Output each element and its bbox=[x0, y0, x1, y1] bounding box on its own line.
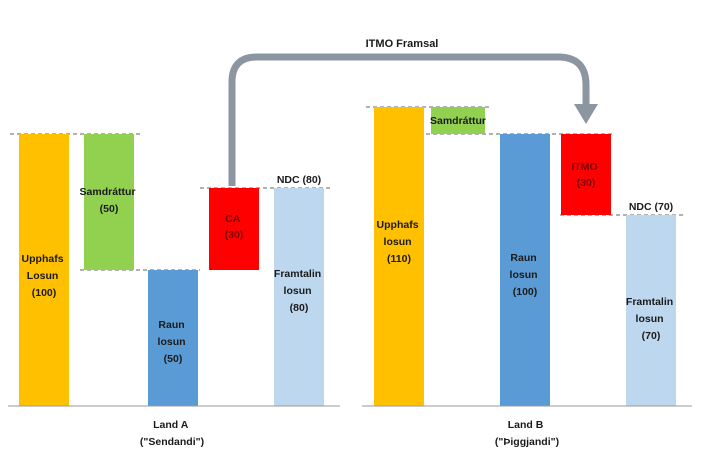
land-a-framtalin-bar bbox=[274, 188, 324, 406]
land-a-upphafs-bar bbox=[19, 134, 69, 406]
land-a-group: Upphafs Losun (100) Samdráttur (50) Raun… bbox=[8, 133, 340, 448]
land-b-itmo-bar bbox=[561, 134, 611, 215]
land-b-samdrattur-bar bbox=[431, 107, 485, 134]
arrow-label: ITMO Framsal bbox=[366, 38, 439, 50]
land-a-ca-bar bbox=[209, 188, 259, 270]
land-a-ca-label: CA (30) bbox=[225, 213, 244, 241]
land-a-caption: Land A ("Sendandi") bbox=[140, 419, 204, 448]
land-b-upphafs-bar bbox=[374, 107, 424, 406]
transfer-arrow-path bbox=[228, 53, 590, 186]
land-b-framtalin-label: Framtalin losun (70) bbox=[626, 296, 676, 342]
land-a-ndc-label: NDC (80) bbox=[277, 174, 321, 186]
land-b-caption: Land B ("Þiggjandi") bbox=[495, 419, 559, 448]
land-b-raun-label: Raun losun (100) bbox=[510, 252, 541, 298]
arrow-head-icon bbox=[574, 104, 598, 124]
land-a-raun-label: Raun losun (50) bbox=[158, 319, 189, 365]
itmo-transfer-arrow: ITMO Framsal bbox=[228, 38, 598, 186]
land-b-ndc-label: NDC (70) bbox=[629, 201, 673, 213]
land-b-raun-bar bbox=[500, 134, 550, 406]
land-b-group: Upphafs losun (110) Samdráttur Raun losu… bbox=[362, 106, 692, 448]
land-a-framtalin-label: Framtalin losun (80) bbox=[274, 268, 324, 314]
land-b-samdrattur-label: Samdráttur bbox=[430, 115, 486, 127]
land-b-itmo-label: ITMO (30) bbox=[571, 161, 600, 189]
land-b-upphafs-label: Upphafs losun (110) bbox=[377, 219, 422, 265]
land-b-framtalin-bar bbox=[626, 215, 676, 406]
land-a-upphafs-label: Upphafs Losun (100) bbox=[22, 253, 67, 299]
land-a-raun-bar bbox=[148, 270, 198, 406]
land-a-samdrattur-bar bbox=[84, 134, 134, 270]
land-a-samdrattur-label: Samdráttur (50) bbox=[80, 186, 139, 215]
